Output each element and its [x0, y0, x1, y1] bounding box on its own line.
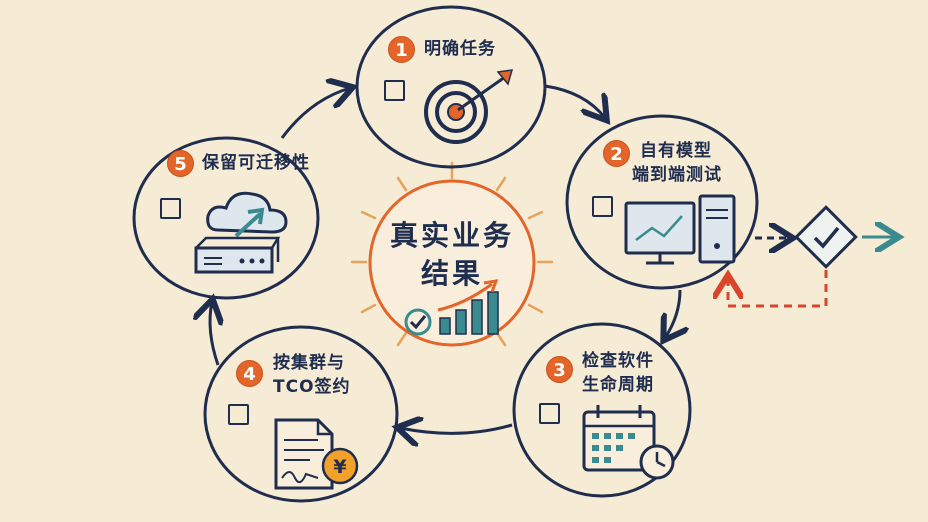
step-5-circle: [132, 136, 320, 300]
step-2-circle: [565, 114, 759, 290]
step-5-checkbox[interactable]: [160, 198, 181, 219]
arrow-step5-to-step1: [280, 88, 350, 139]
arrow-step2-to-step3: [665, 289, 680, 338]
validation-diamond-icon: [794, 205, 858, 269]
step-4-label-line1: 按集群与: [273, 353, 345, 373]
step-1-checkbox[interactable]: [384, 80, 405, 101]
cloud-upload-icon: [206, 191, 288, 238]
yen-symbol: ¥: [333, 456, 346, 478]
center-sun-rays: [350, 161, 554, 347]
calendar-icon: [582, 405, 656, 472]
arrow-step4-to-step5: [210, 302, 218, 366]
step-4-badge: 4: [236, 360, 263, 387]
step-4-checkbox[interactable]: [228, 404, 249, 425]
step-2-badge: 2: [603, 140, 630, 167]
step-3-checkbox[interactable]: [539, 403, 560, 424]
step-3-circle: [512, 322, 692, 498]
step-1-badge: 1: [388, 36, 415, 63]
step-5-label: 保留可迁移性: [202, 153, 310, 173]
clock-icon: [639, 444, 675, 480]
step-5-badge: 5: [167, 150, 194, 177]
red-feedback-loop: [728, 270, 828, 308]
step-2-label-line2: 端到端测试: [632, 165, 722, 185]
yen-coin-icon: ¥: [321, 447, 359, 485]
step-2-checkbox[interactable]: [592, 196, 613, 217]
target-icon: [424, 69, 514, 144]
monitor-icon: [624, 201, 696, 265]
growth-chart-icon: [437, 279, 499, 335]
step-1-label: 明确任务: [424, 39, 496, 59]
center-title-line2: 结果: [420, 257, 483, 290]
step-3-label-line1: 检查软件: [582, 351, 654, 371]
arrow-step1-to-step2: [544, 84, 605, 118]
contract-icon: [274, 418, 334, 490]
server-tower-icon: [698, 194, 736, 264]
arrow-step3-to-step4: [400, 425, 513, 433]
step-4-label-line2: TCO签约: [273, 377, 351, 397]
step-4-circle: [203, 325, 399, 503]
server-box-icon: [194, 236, 281, 274]
step-3-label-line2: 生命周期: [582, 375, 654, 395]
step-2-label-line1: 自有模型: [640, 141, 712, 161]
checkmark-icon: [404, 308, 432, 336]
step-3-badge: 3: [546, 356, 573, 383]
center-title-line1: 真实业务: [389, 219, 514, 252]
